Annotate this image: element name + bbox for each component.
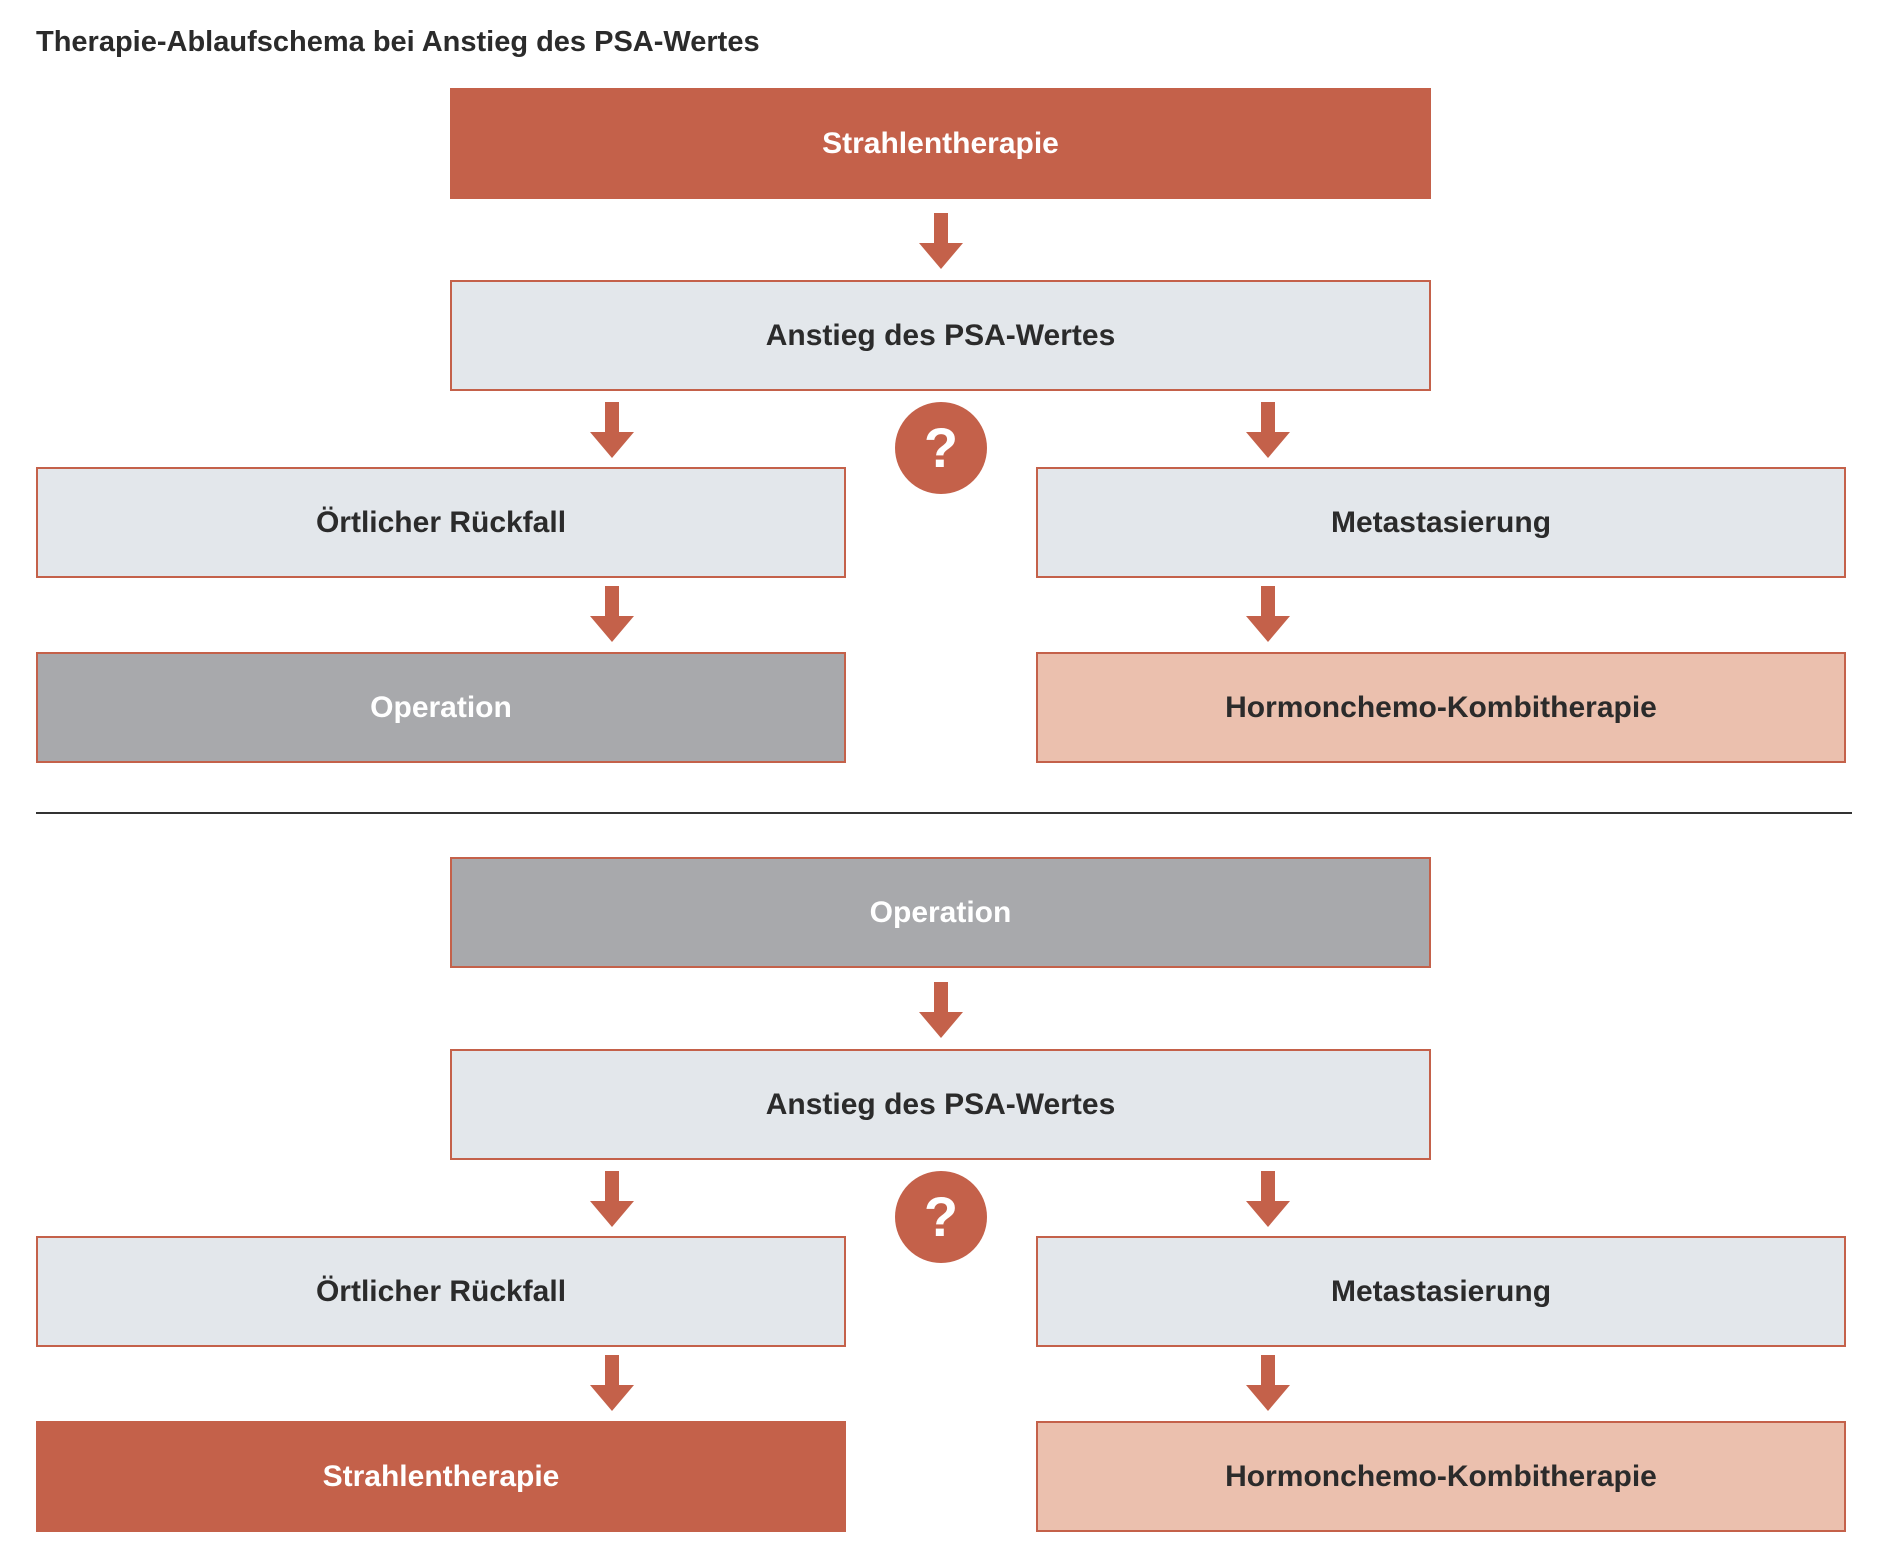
- scheme2-local-recurrence-box: Örtlicher Rückfall: [36, 1236, 846, 1347]
- scheme2-hormone-chemo-box: Hormonchemo-Kombitherapie: [1036, 1421, 1846, 1532]
- question-mark-icon: ?: [895, 1171, 987, 1263]
- arrow-down-icon: [584, 1355, 640, 1413]
- scheme1-start-box: Strahlentherapie: [450, 88, 1431, 199]
- scheme2-radiation-box: Strahlentherapie: [36, 1421, 846, 1532]
- scheme2-psa-rise-box: Anstieg des PSA-Wertes: [450, 1049, 1431, 1160]
- arrow-down-icon: [913, 213, 969, 271]
- arrow-down-icon: [1240, 586, 1296, 644]
- scheme2-start-box: Operation: [450, 857, 1431, 968]
- scheme2-metastasis-box: Metastasierung: [1036, 1236, 1846, 1347]
- arrow-down-icon: [1240, 1171, 1296, 1229]
- scheme1-local-recurrence-box: Örtlicher Rückfall: [36, 467, 846, 578]
- diagram-title: Therapie-Ablaufschema bei Anstieg des PS…: [36, 26, 760, 58]
- arrow-down-icon: [584, 402, 640, 460]
- section-divider: [36, 812, 1852, 814]
- scheme1-hormone-chemo-box: Hormonchemo-Kombitherapie: [1036, 652, 1846, 763]
- arrow-down-icon: [1240, 1355, 1296, 1413]
- arrow-down-icon: [584, 1171, 640, 1229]
- question-mark-icon: ?: [895, 402, 987, 494]
- arrow-down-icon: [913, 982, 969, 1040]
- scheme1-psa-rise-box: Anstieg des PSA-Wertes: [450, 280, 1431, 391]
- scheme1-metastasis-box: Metastasierung: [1036, 467, 1846, 578]
- arrow-down-icon: [1240, 402, 1296, 460]
- arrow-down-icon: [584, 586, 640, 644]
- scheme1-operation-box: Operation: [36, 652, 846, 763]
